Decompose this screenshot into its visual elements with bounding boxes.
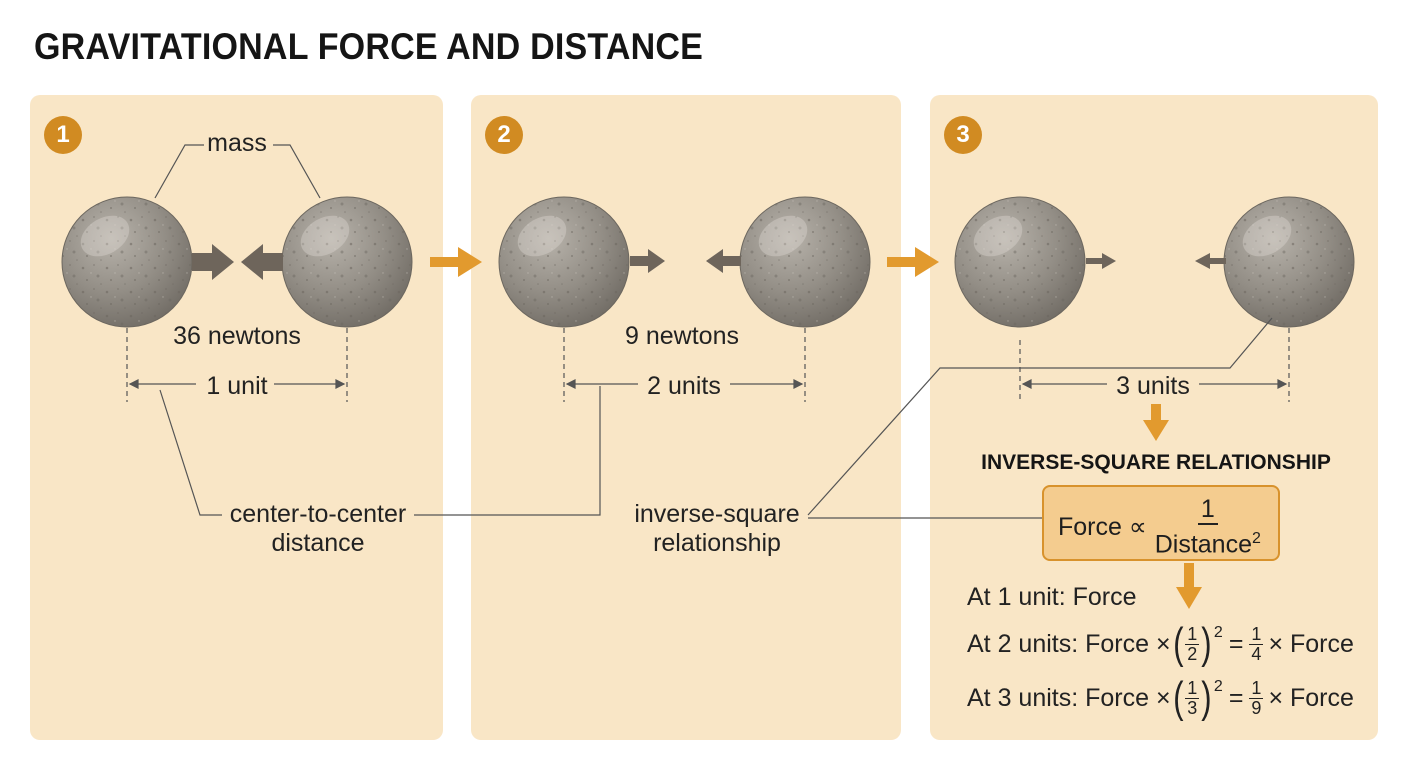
relationship-heading: INVERSE-SQUARE RELATIONSHIP: [981, 451, 1331, 474]
sphere-3b: [1223, 196, 1355, 328]
formula-denominator: Distance2: [1154, 530, 1261, 559]
step-badge-3: 3: [944, 116, 982, 154]
sphere-1a: [61, 196, 193, 328]
inverse-square-line2: relationship: [653, 529, 781, 557]
center-distance-line2: distance: [271, 529, 365, 557]
transition-arrows: [430, 247, 1202, 609]
mass-label: mass: [207, 129, 267, 157]
formula-lhs: Force ∝: [1058, 512, 1147, 541]
formula-box: Force ∝ 1 Distance2: [1042, 485, 1280, 561]
step-badge-1: 1: [44, 116, 82, 154]
leader-lines: [154, 144, 1273, 519]
page-title: GRAVITATIONAL FORCE AND DISTANCE: [34, 26, 704, 67]
force-arrows-2: [630, 249, 741, 273]
distance-dimension-lines: [128, 379, 1288, 389]
sphere-1b: [281, 196, 413, 328]
force-arrows-1: [192, 244, 283, 280]
calc-line-1: At 1 unit: Force: [967, 583, 1137, 611]
inverse-square-line1: inverse-square: [634, 500, 800, 528]
sphere-3a: [954, 196, 1086, 328]
sphere-2b: [739, 196, 871, 328]
distance-label-1: 1 unit: [206, 372, 268, 400]
force-label-2: 9 newtons: [625, 322, 739, 350]
center-distance-line1: center-to-center: [229, 500, 407, 528]
distance-label-3: 3 units: [1116, 372, 1190, 400]
step-badge-2: 2: [485, 116, 523, 154]
force-label-1: 36 newtons: [173, 322, 301, 350]
formula-fraction: 1 Distance2: [1155, 495, 1261, 558]
center-lines: [126, 328, 1290, 402]
sphere-2a: [498, 196, 630, 328]
formula-numerator: 1: [1197, 495, 1218, 525]
distance-label-2: 2 units: [647, 372, 721, 400]
inverse-square-callout: inverse-square relationship: [634, 500, 799, 558]
center-distance-callout: center-to-center distance: [230, 500, 406, 558]
force-arrows-3: [1086, 253, 1226, 269]
